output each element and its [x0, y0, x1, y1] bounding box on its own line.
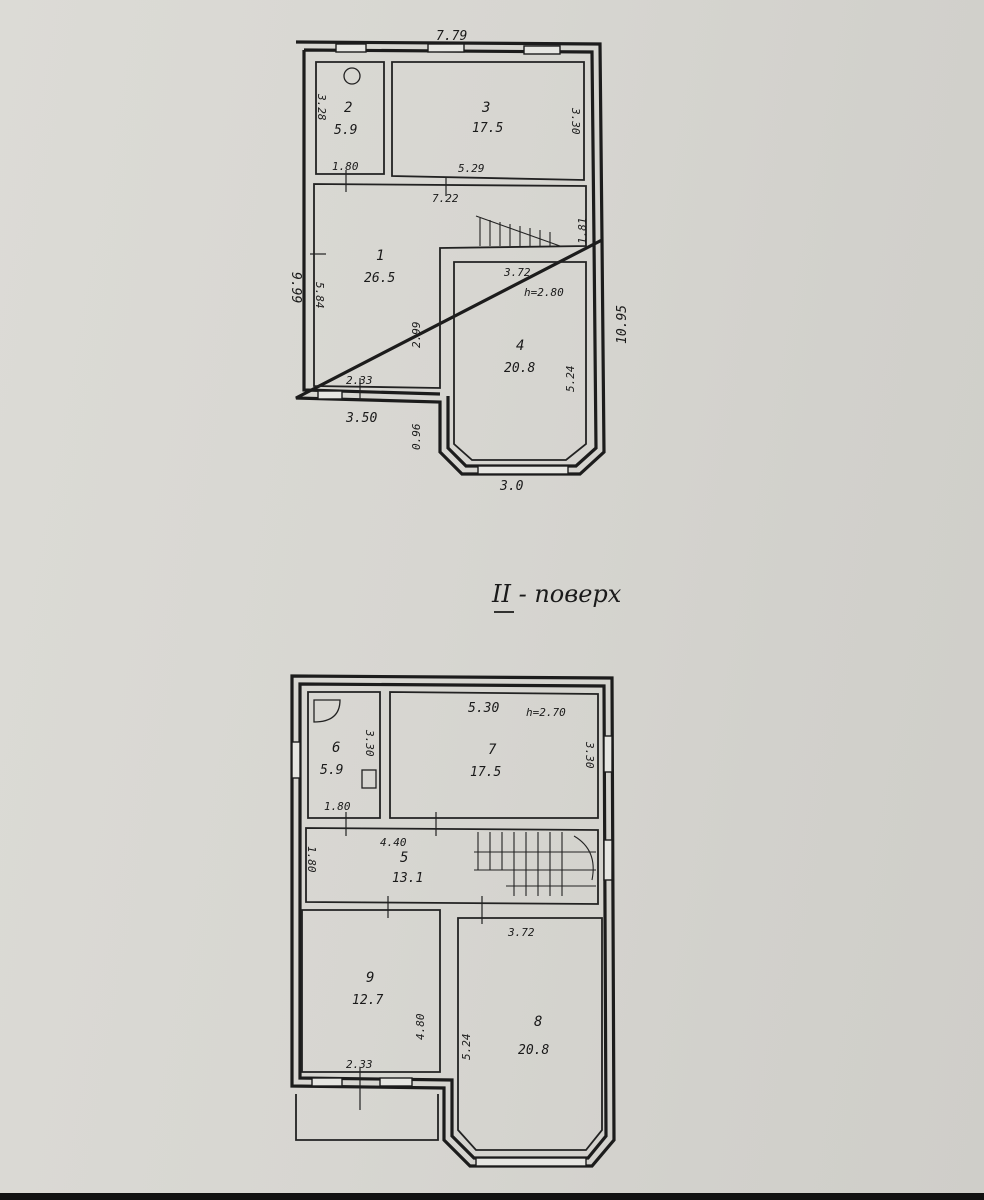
dim-room4-side: 5.24 [564, 366, 577, 393]
room-2-wall [315, 61, 385, 175]
room-9-wall [301, 909, 441, 1073]
floor-1-outer-wall [295, 40, 606, 476]
room-1-area: 26.5 [364, 271, 395, 286]
window [523, 45, 561, 55]
dim-bay: 3.0 [499, 479, 524, 494]
window [475, 1157, 587, 1167]
window [291, 741, 301, 779]
dim-room8-side: 5.24 [460, 1034, 473, 1061]
dim-room8-top: 3.72 [507, 926, 535, 939]
dim-left: 9.99 [288, 272, 303, 303]
floor-label: II - поверх [491, 580, 622, 608]
terrace-outline [295, 1094, 439, 1141]
dim-room7-height: h=2.70 [526, 706, 566, 719]
floor-1-inner-wall [302, 48, 598, 468]
floor-2-inner-wall [298, 682, 608, 1160]
dim-room2-bottom: 1.80 [332, 160, 359, 173]
dim-room7-top: 5.30 [468, 701, 499, 716]
dim-outer-bottom: 3.50 [345, 411, 377, 426]
room-8-number: 8 [534, 1014, 542, 1030]
room-4-area: 20.8 [504, 361, 535, 376]
window [603, 839, 613, 881]
room-6-wall [307, 691, 381, 819]
dim-room2-side: 3.28 [315, 93, 328, 121]
floor-1-plan: 2 5.9 3 17.5 1 26.5 4 20.8 7.79 9.99 10.… [288, 29, 630, 494]
bottom-edge-bar [0, 1193, 984, 1200]
room-2-number: 2 [344, 100, 352, 116]
dim-room4-top: 3.72 [503, 266, 531, 279]
dim-step: 0.96 [410, 423, 423, 450]
sink-icon [361, 769, 377, 789]
window [603, 735, 613, 773]
window [317, 390, 343, 400]
floor-2-plan: 6 5.9 7 17.5 5 13.1 9 12.7 8 20.8 5.30 h… [290, 674, 616, 1168]
dim-hall-top: 4.40 [380, 836, 407, 849]
dim-room9-bottom: 2.33 [346, 1058, 373, 1071]
room-9-area: 12.7 [352, 993, 383, 1008]
window [311, 1077, 343, 1087]
window [477, 465, 569, 475]
room-7-number: 7 [488, 742, 497, 758]
dim-stair-side: 1.81 [576, 218, 589, 245]
dim-right: 10.95 [615, 305, 630, 344]
room-8-wall [457, 917, 603, 1151]
room-5-number: 5 [400, 850, 408, 866]
room-8-area: 20.8 [518, 1043, 549, 1058]
dim-room7-side: 3.30 [583, 741, 596, 769]
window [427, 43, 465, 53]
dim-room1-inner: 2.99 [410, 322, 423, 349]
room-3-number: 3 [481, 100, 490, 116]
room-7-wall [389, 691, 599, 819]
room-5-wall [305, 827, 599, 905]
window [379, 1077, 413, 1087]
room-7-area: 17.5 [470, 765, 501, 780]
floor-1-stairs [475, 215, 561, 247]
dim-room3-side: 3.30 [569, 107, 582, 135]
toilet-icon [343, 67, 361, 85]
dim-room4-height: h=2.80 [524, 286, 564, 299]
room-1-number: 1 [376, 248, 384, 264]
room-1-wall [313, 183, 587, 389]
dim-room3-bottom: 5.29 [458, 162, 485, 175]
room-3-area: 17.5 [472, 121, 503, 136]
window [335, 43, 367, 53]
dim-room6-side: 3.30 [363, 729, 376, 757]
room-3-wall [391, 61, 585, 181]
floor-2-stairs [474, 832, 596, 896]
dim-room9-side: 4.80 [414, 1013, 427, 1040]
room-6-number: 6 [332, 740, 340, 756]
room-6-area: 5.9 [320, 763, 343, 778]
dim-room1-bottom: 2.33 [346, 374, 373, 387]
dim-top: 7.79 [436, 29, 467, 44]
shower-icon [313, 699, 341, 723]
room-4-number: 4 [516, 338, 524, 354]
room-5-area: 13.1 [392, 871, 423, 886]
room-2-area: 5.9 [334, 123, 357, 138]
dim-room6-bottom: 1.80 [324, 800, 351, 813]
room-4-wall [453, 261, 587, 461]
dim-room1-side: 5.84 [313, 282, 326, 309]
room-9-number: 9 [366, 970, 374, 986]
dim-corridor: 7.22 [432, 192, 459, 205]
dim-hall-side: 1.80 [305, 846, 318, 873]
